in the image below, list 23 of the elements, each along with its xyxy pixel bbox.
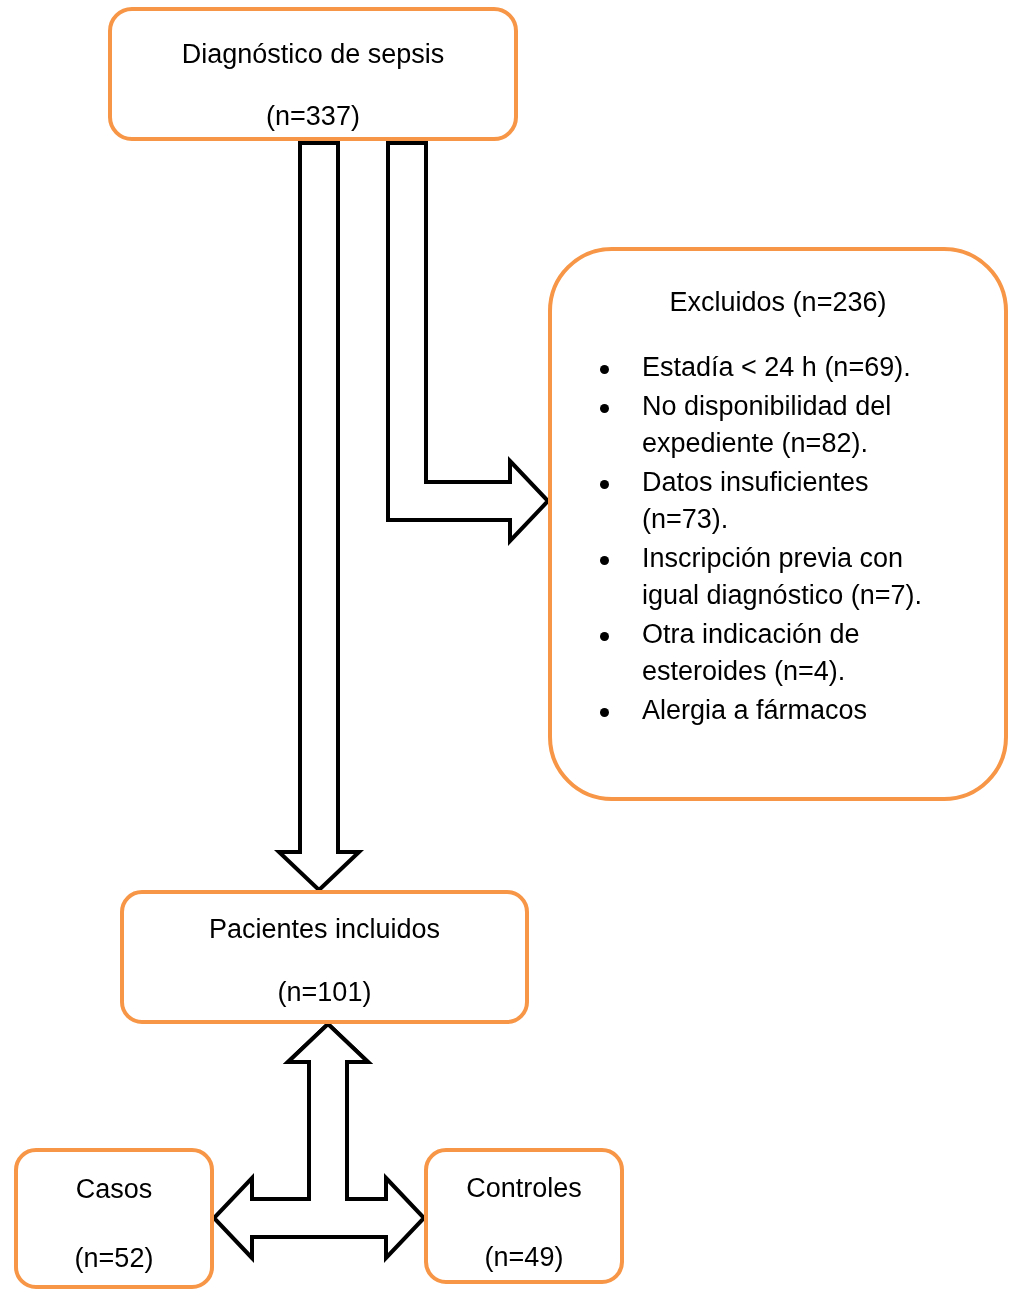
bullet-item: Estadía < 24 h (n=69). — [642, 352, 911, 382]
block-arrow — [386, 141, 550, 543]
process-box — [14, 1148, 214, 1289]
count-text: (n=101) — [277, 977, 372, 1009]
block-arrow — [286, 1022, 426, 1260]
process-box — [548, 247, 1008, 801]
bullet-item: Otra indicación de esteroides (n=4). — [642, 618, 860, 686]
box-heading: Controles — [466, 1173, 582, 1205]
box-heading: Pacientes incluidos — [208, 914, 441, 946]
box-heading: Excluidos (n=236) — [669, 287, 887, 319]
count-text: (n=52) — [74, 1243, 154, 1275]
process-box — [108, 7, 518, 141]
bullet-item: Alergia a fármacos — [642, 694, 868, 725]
process-box — [120, 890, 529, 1024]
count-text: (n=337) — [266, 101, 360, 133]
bullet-item: No disponibilidad del expediente (n=82). — [642, 391, 892, 458]
bullet-item: Inscripción previa con igual diagnóstico (n=7). — [642, 542, 922, 610]
box-heading: Diagnóstico de sepsis — [181, 39, 445, 71]
block-arrow — [277, 141, 361, 892]
box-heading: Casos — [75, 1174, 153, 1206]
bullet-item: Datos insuficientes (n=73). — [642, 466, 869, 534]
count-text: (n=49) — [484, 1242, 564, 1274]
process-box — [424, 1148, 624, 1284]
